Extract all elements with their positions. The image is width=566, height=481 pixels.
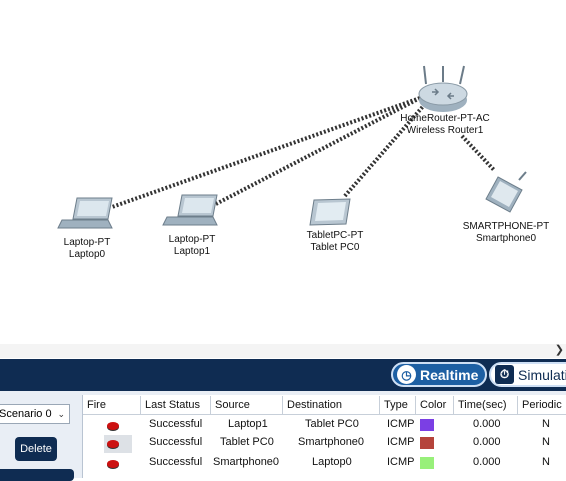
type-cell: ICMP	[387, 418, 415, 430]
status-cell: Successful	[149, 418, 203, 430]
chevron-down-icon: ⌄	[57, 409, 65, 419]
destination-cell: Tablet PC0	[305, 418, 359, 430]
source-cell: Laptop1	[228, 418, 268, 430]
tablet-label: TabletPC-PT Tablet PC0	[298, 230, 372, 254]
column-header[interactable]: Type	[380, 396, 416, 414]
realtime-button[interactable]: ◷ Realtime	[391, 362, 487, 387]
device-name: Smartphone0	[475, 233, 537, 244]
fire-icon[interactable]	[107, 422, 119, 430]
laptop1-label: Laptop-PT Laptop1	[157, 234, 227, 258]
color-swatch	[420, 457, 434, 469]
router-icon[interactable]	[418, 65, 468, 112]
tablet-icon[interactable]	[309, 198, 351, 226]
delete-button[interactable]: Delete	[15, 437, 57, 461]
column-header[interactable]: Last Status	[141, 396, 211, 414]
source-cell: Smartphone0	[213, 456, 280, 468]
scenario-value: Scenario 0	[0, 408, 52, 420]
column-header[interactable]: Time(sec)	[454, 396, 518, 414]
simulation-button[interactable]: ⏱ Simulati	[489, 362, 566, 387]
column-header[interactable]: Color	[416, 396, 454, 414]
mode-bar: ◷ Realtime ⏱ Simulati	[0, 359, 566, 391]
time-cell: 0.000	[473, 436, 501, 448]
scenario-select[interactable]: Scenario 0 ⌄	[0, 404, 70, 424]
color-swatch	[420, 419, 434, 431]
periodic-cell: N	[542, 456, 550, 468]
status-cell: Successful	[149, 456, 203, 468]
horizontal-scrollbar[interactable]	[0, 344, 566, 358]
scroll-right-icon[interactable]: ❯	[554, 344, 564, 356]
workspace-canvas[interactable]: HomeRouter-PT-AC Wireless Router1 Laptop…	[0, 0, 566, 344]
column-header[interactable]: Source	[211, 396, 283, 414]
device-name: Laptop1	[173, 246, 211, 257]
laptop0-label: Laptop-PT Laptop0	[52, 237, 122, 261]
toggle-pdu-window-button[interactable]	[0, 469, 74, 481]
device-model: Laptop-PT	[168, 234, 216, 245]
laptop-icon[interactable]	[162, 194, 218, 226]
time-cell: 0.000	[473, 456, 501, 468]
type-cell: ICMP	[387, 456, 415, 468]
laptop-icon[interactable]	[57, 197, 113, 229]
fire-icon[interactable]	[107, 460, 119, 468]
device-model: HomeRouter-PT-AC	[400, 113, 490, 124]
device-model: Laptop-PT	[63, 237, 111, 248]
wireless-links	[57, 65, 527, 229]
table-row[interactable]: Successful Laptop1 Tablet PC0 ICMP 0.000…	[83, 416, 566, 436]
device-name: Laptop0	[68, 249, 106, 260]
header-divider	[83, 414, 566, 415]
type-cell: ICMP	[387, 436, 415, 448]
wireless-link-laptop1	[211, 96, 421, 208]
stopwatch-icon: ⏱	[495, 365, 514, 384]
device-model: SMARTPHONE-PT	[462, 221, 550, 232]
smartphone-icon[interactable]	[485, 171, 527, 213]
periodic-cell: N	[542, 436, 550, 448]
wireless-link-laptop0	[111, 96, 421, 209]
realtime-label: Realtime	[420, 366, 479, 383]
device-name: Wireless Router1	[406, 125, 484, 136]
smartphone-label: SMARTPHONE-PT Smartphone0	[459, 221, 553, 245]
clock-icon: ◷	[397, 365, 416, 384]
simulation-label: Simulati	[518, 366, 566, 383]
router-label: HomeRouter-PT-AC Wireless Router1	[396, 113, 494, 137]
column-header[interactable]: Destination	[283, 396, 380, 414]
wireless-link-smartphone	[460, 134, 496, 172]
device-model: TabletPC-PT	[306, 230, 364, 241]
destination-cell: Laptop0	[312, 456, 352, 468]
periodic-cell: N	[542, 418, 550, 430]
color-swatch	[420, 437, 434, 449]
time-cell: 0.000	[473, 418, 501, 430]
source-cell: Tablet PC0	[220, 436, 274, 448]
fire-icon[interactable]	[107, 440, 119, 448]
table-row[interactable]: Successful Smartphone0 Laptop0 ICMP 0.00…	[83, 454, 566, 474]
column-header[interactable]: Fire	[83, 396, 141, 414]
destination-cell: Smartphone0	[298, 436, 365, 448]
table-row[interactable]: Successful Tablet PC0 Smartphone0 ICMP 0…	[83, 434, 566, 454]
wireless-link-tablet	[342, 102, 427, 199]
pdu-list-table: Fire Last Status Source Destination Type…	[82, 395, 566, 478]
device-name: Tablet PC0	[310, 242, 360, 253]
status-cell: Successful	[149, 436, 203, 448]
column-header[interactable]: Periodic	[522, 399, 562, 411]
